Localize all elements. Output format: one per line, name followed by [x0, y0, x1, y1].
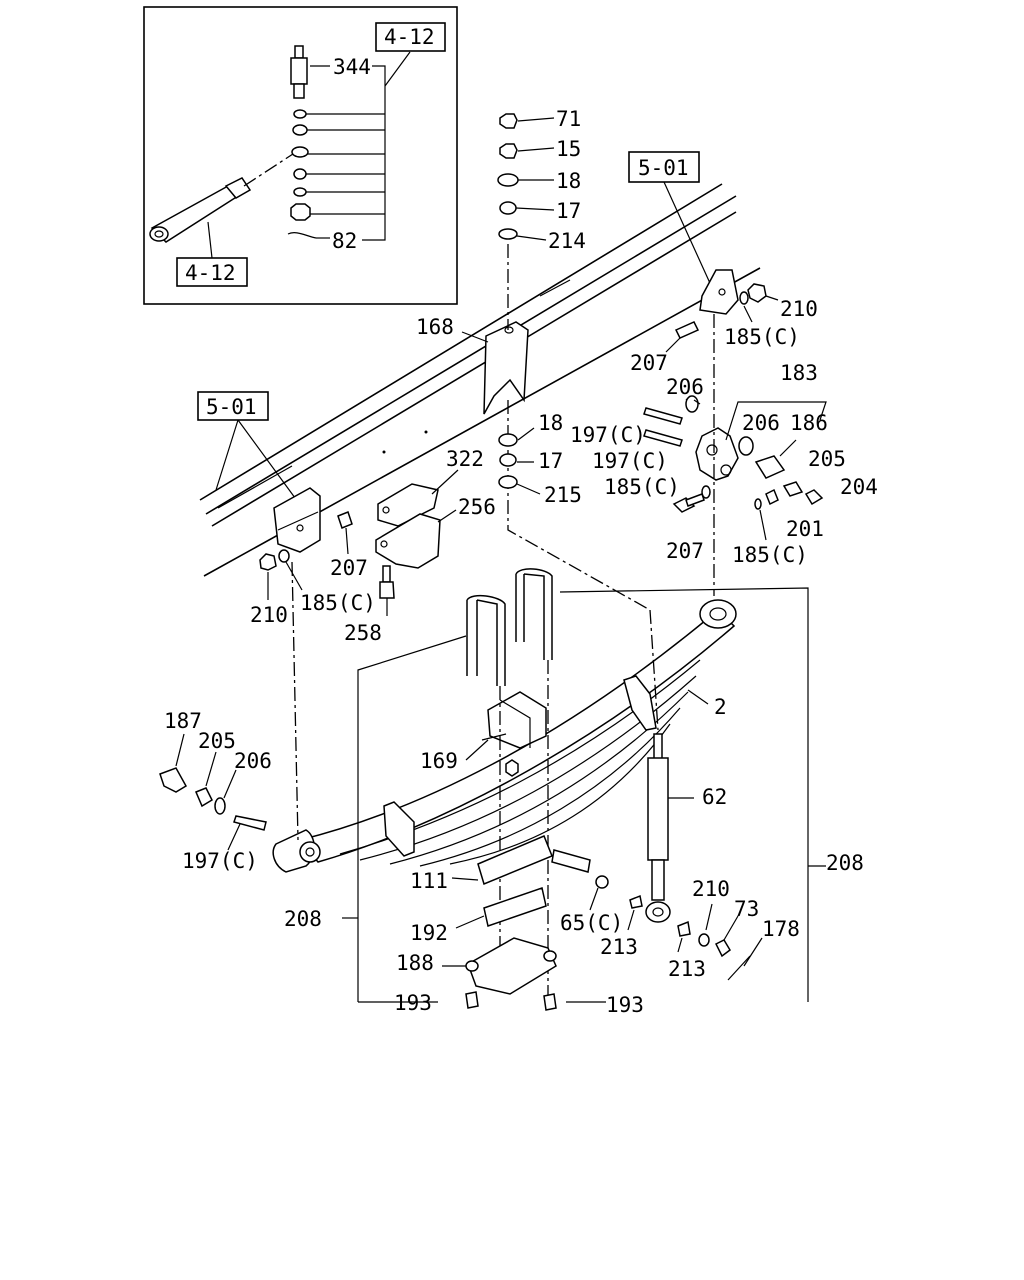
callout-210-left: 210 — [250, 603, 288, 627]
axle-plates — [442, 835, 591, 995]
callout-210-lower: 210 — [692, 877, 730, 901]
callout-168: 168 — [416, 315, 454, 339]
inset-frame — [143, 6, 458, 305]
callout-207-left: 207 — [330, 556, 368, 580]
callout-188: 188 — [396, 951, 434, 975]
ref-box-5-01-right[interactable]: 5-01 — [628, 151, 700, 183]
callout-208-left: 208 — [284, 907, 322, 931]
callout-206-right: 206 — [742, 411, 780, 435]
front-eye-axis — [291, 561, 299, 841]
callout-210-top: 210 — [780, 297, 818, 321]
callout-17-mid: 17 — [538, 449, 563, 473]
ref-box-4-12-bottom[interactable]: 4-12 — [176, 257, 248, 287]
center-nut — [505, 759, 519, 777]
nut-210-left — [259, 549, 303, 600]
callout-18-top: 18 — [556, 169, 581, 193]
callout-197-c: 197(C) — [182, 849, 258, 873]
callout-185-right: 185(C) — [732, 543, 808, 567]
callout-178: 178 — [762, 917, 800, 941]
leaf-spring — [272, 599, 737, 873]
callout-2: 2 — [714, 695, 727, 719]
callout-71: 71 — [556, 107, 581, 131]
bolt-207-right — [672, 485, 711, 513]
callout-256: 256 — [458, 495, 496, 519]
callout-17-top: 17 — [556, 199, 581, 223]
top-right-hardware — [643, 283, 779, 447]
callout-214: 214 — [548, 229, 586, 253]
callout-213-a: 213 — [600, 935, 638, 959]
callout-204: 204 — [840, 475, 878, 499]
u-bolt-right — [515, 568, 553, 660]
callout-185-mid: 185(C) — [604, 475, 680, 499]
shackle-183 — [695, 401, 827, 481]
callout-193-right: 193 — [606, 993, 644, 1017]
bump-stopper-bracket — [483, 321, 529, 415]
nuts-193 — [465, 991, 557, 1011]
callout-111: 111 — [410, 869, 448, 893]
callout-344: 344 — [333, 55, 371, 79]
inset-leader-bracket — [207, 51, 411, 259]
bump-pad-169 — [481, 691, 547, 749]
callout-185-top: 185(C) — [724, 325, 800, 349]
ref-box-4-12-bottom-label: 4-12 — [185, 261, 236, 285]
callout-192: 192 — [410, 921, 448, 945]
callout-205-right: 205 — [808, 447, 846, 471]
lower-stopper-washers — [498, 427, 541, 495]
stabilizer-link-rod — [149, 151, 297, 243]
top-nut-stack — [497, 113, 555, 241]
ref-box-4-12-top[interactable]: 4-12 — [375, 22, 446, 52]
link-bolt-stack — [287, 45, 317, 239]
shock-absorber-62 — [645, 733, 694, 923]
callout-207-right: 207 — [666, 539, 704, 563]
bolt-207-left — [337, 511, 353, 555]
spacer-brackets — [375, 469, 459, 569]
callout-18-mid: 18 — [538, 411, 563, 435]
callout-65: 65(C) — [560, 911, 623, 935]
callout-207-top: 207 — [630, 351, 668, 375]
callout-183: 183 — [780, 361, 818, 385]
ref-box-5-01-left-label: 5-01 — [206, 395, 257, 419]
u-bolt-left — [466, 594, 506, 686]
ref-box-4-12-top-label: 4-12 — [384, 25, 435, 49]
group-bracket-208 — [342, 587, 826, 1003]
callout-186: 186 — [790, 411, 828, 435]
callout-197-a: 197(C) — [570, 423, 646, 447]
callout-215: 215 — [544, 483, 582, 507]
misc-leaders — [461, 331, 709, 761]
callout-73: 73 — [734, 897, 759, 921]
front-eye-hardware — [159, 733, 267, 851]
ref-leader-5-01-right — [663, 181, 715, 293]
callout-169: 169 — [420, 749, 458, 773]
callout-205-left: 205 — [198, 729, 236, 753]
callout-15: 15 — [556, 137, 581, 161]
callout-208-right: 208 — [826, 851, 864, 875]
shock-upper-axis — [649, 609, 659, 731]
callout-187: 187 — [164, 709, 202, 733]
ref-box-5-01-right-label: 5-01 — [638, 156, 689, 180]
callout-206-top: 206 — [666, 375, 704, 399]
ref-box-5-01-left[interactable]: 5-01 — [197, 391, 269, 421]
callout-62: 62 — [702, 785, 727, 809]
rear-shackle-bracket — [699, 269, 739, 315]
bolt-258 — [379, 565, 395, 616]
callout-258: 258 — [344, 621, 382, 645]
callout-201: 201 — [786, 517, 824, 541]
shackle-bushing-186 — [738, 436, 824, 541]
callout-82: 82 — [332, 229, 357, 253]
front-hanger-bracket — [273, 487, 321, 553]
callout-322: 322 — [446, 447, 484, 471]
callout-213-b: 213 — [668, 957, 706, 981]
ref-leader-5-01-left — [215, 419, 299, 503]
lower-shock-hardware — [589, 875, 763, 981]
callout-185-left: 185(C) — [300, 591, 376, 615]
callout-206-left: 206 — [234, 749, 272, 773]
callout-193-left: 193 — [394, 991, 432, 1015]
callout-197-b: 197(C) — [592, 449, 668, 473]
